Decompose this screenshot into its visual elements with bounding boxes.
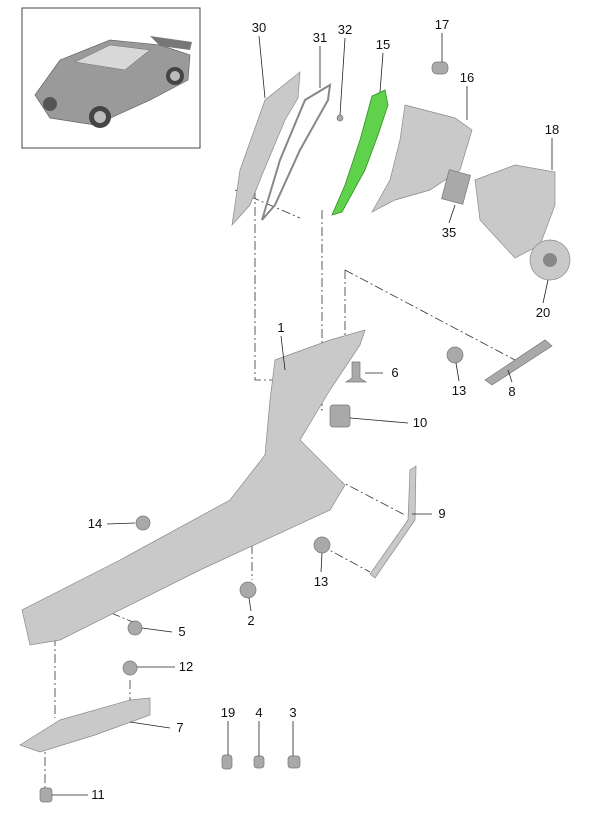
callout-18[interactable]: 18 [545,122,559,137]
callout-13-lower[interactable]: 13 [314,574,328,589]
part-9-strip [369,465,417,579]
part-2-nut [239,581,257,599]
callout-8[interactable]: 8 [508,384,515,399]
callout-10[interactable]: 10 [413,415,427,430]
callout-16[interactable]: 16 [460,70,474,85]
part-32-clip [336,114,344,122]
callout-31[interactable]: 31 [313,30,327,45]
part-3-nut [287,755,301,769]
callout-12[interactable]: 12 [179,659,193,674]
part-6-screw [344,361,368,383]
callout-17[interactable]: 17 [435,17,449,32]
part-13-nut-lower [313,536,331,554]
callout-5[interactable]: 5 [178,624,185,639]
callout-19[interactable]: 19 [221,705,235,720]
part-30-trim [231,71,301,227]
callout-20[interactable]: 20 [536,305,550,320]
callout-4[interactable]: 4 [255,705,262,720]
leader-lines [52,33,553,796]
parts [19,61,571,803]
part-11-clip [39,787,53,803]
part-13-nut-upper [446,346,464,364]
part-1-side-panel [21,329,366,646]
callout-9[interactable]: 9 [438,506,445,521]
vehicle-thumbnail [21,7,201,149]
callout-30[interactable]: 30 [252,20,266,35]
part-17-plug [431,61,449,75]
callout-1[interactable]: 1 [277,320,284,335]
part-31-seal [261,83,332,221]
callout-32[interactable]: 32 [338,22,352,37]
callout-3[interactable]: 3 [289,705,296,720]
part-10-clip [329,404,351,428]
callout-15[interactable]: 15 [376,37,390,52]
callout-14[interactable]: 14 [88,516,102,531]
part-12-clip [122,660,138,676]
callout-11[interactable]: 11 [91,787,105,802]
part-18-housing [474,164,556,259]
callout-2[interactable]: 2 [247,613,254,628]
part-35-grille [441,169,471,205]
part-7-cover [19,697,151,753]
part-8-bracket [484,339,553,386]
part-5-clip [127,620,143,636]
callout-labels: 30 31 32 15 17 16 18 35 20 1 6 13 8 10 9… [88,17,559,802]
callout-13-upper[interactable]: 13 [452,383,466,398]
part-4-nut [253,755,265,769]
callout-7[interactable]: 7 [176,720,183,735]
callout-6[interactable]: 6 [391,365,398,380]
part-19-screw [221,754,233,770]
part-14-clip [135,515,151,531]
part-16-duct [371,104,473,213]
callout-35[interactable]: 35 [442,225,456,240]
part-15-highlighted [331,89,389,216]
